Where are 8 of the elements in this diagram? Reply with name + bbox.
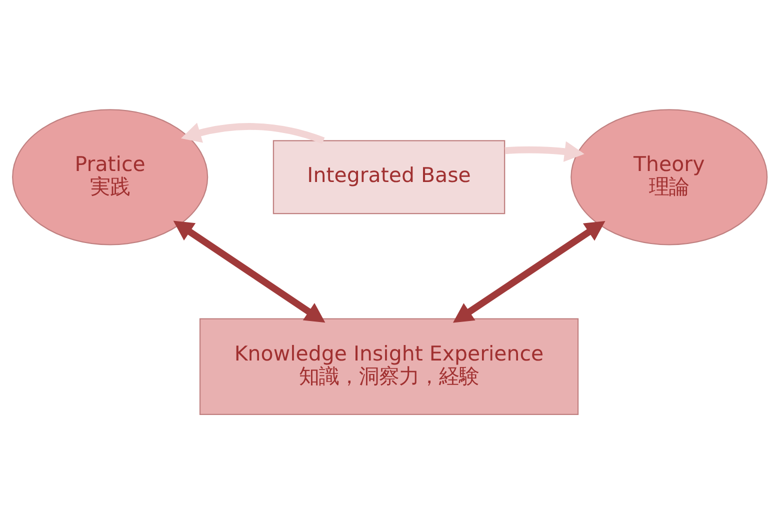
arrow <box>173 220 326 322</box>
node-box: Integrated Base <box>272 140 506 214</box>
arrow <box>452 220 606 322</box>
node-box: Knowledge Insight Experience 知識，洞察力，経験 <box>199 318 579 415</box>
arrow <box>504 140 584 162</box>
arrow <box>180 122 325 144</box>
node-ellipse: Pratice 実践 <box>12 108 208 245</box>
node-ellipse: Theory 理論 <box>570 108 768 245</box>
